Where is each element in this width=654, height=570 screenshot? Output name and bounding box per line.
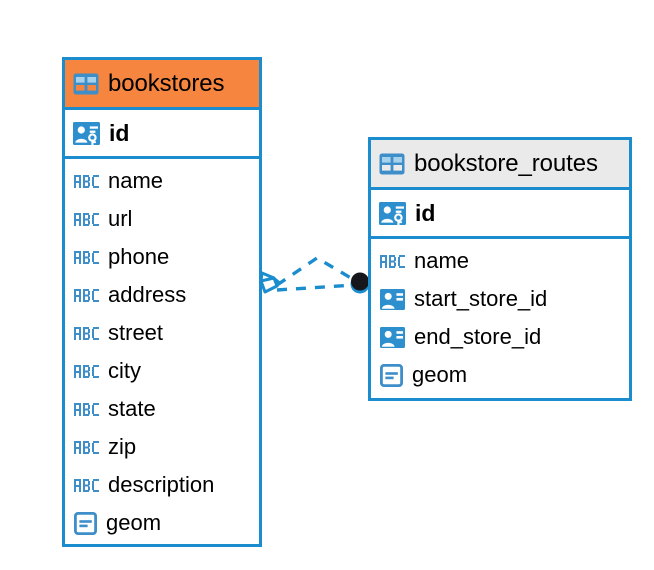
abc-text-icon [74, 326, 99, 340]
abc-text-icon [74, 250, 99, 264]
field-row[interactable]: geom [65, 504, 259, 542]
entity-header-bookstores[interactable]: bookstores [65, 60, 259, 110]
field-label: geom [412, 362, 468, 387]
field-label: state [108, 396, 156, 421]
field-list-bookstores: name url phone address street city state zip des… [65, 159, 259, 542]
abc-text-icon [74, 440, 99, 454]
field-row[interactable]: street [65, 314, 259, 352]
field-row[interactable]: geom [371, 356, 629, 394]
field-row[interactable]: phone [65, 238, 259, 276]
field-row[interactable]: url [65, 200, 259, 238]
field-row[interactable]: zip [65, 428, 259, 466]
field-label: url [108, 206, 133, 231]
primary-key-row[interactable]: id [65, 110, 259, 159]
abc-text-icon [74, 402, 99, 416]
relationship-line-lower [276, 283, 356, 292]
primary-key-icon [379, 200, 406, 227]
geometry-icon [379, 363, 404, 387]
abc-text-icon [74, 288, 99, 302]
field-label: description [108, 472, 215, 497]
field-label: name [414, 248, 470, 273]
field-row[interactable]: state [65, 390, 259, 428]
field-label: phone [108, 244, 170, 269]
foreign-key-icon [380, 287, 405, 312]
abc-text-icon [74, 174, 99, 188]
abc-text-icon [74, 364, 99, 378]
field-label: address [108, 282, 187, 307]
field-label: start_store_id [414, 286, 548, 311]
field-row[interactable]: city [65, 352, 259, 390]
field-label: zip [108, 434, 137, 459]
abc-text-icon [74, 212, 99, 226]
foreign-key-icon [380, 325, 405, 350]
field-row[interactable]: address [65, 276, 259, 314]
primary-key-row[interactable]: id [371, 190, 629, 239]
field-row[interactable]: name [371, 242, 629, 280]
primary-key-icon [73, 120, 100, 147]
filled-circle-marker [350, 272, 370, 294]
field-row[interactable]: end_store_id [371, 318, 629, 356]
field-label: geom [106, 510, 162, 535]
abc-text-icon [74, 478, 99, 492]
field-row[interactable]: start_store_id [371, 280, 629, 318]
relationship-connector[interactable] [255, 240, 385, 325]
field-row[interactable]: description [65, 466, 259, 504]
relationship-line-upper [276, 255, 357, 287]
geometry-icon [73, 511, 98, 535]
field-row[interactable]: name [65, 162, 259, 200]
abc-text-icon [380, 254, 405, 268]
entity-header-bookstore-routes[interactable]: bookstore_routes [371, 140, 629, 190]
table-icon [73, 73, 99, 95]
field-label: street [108, 320, 164, 345]
primary-key-label: id [415, 199, 436, 226]
diamond-marker [259, 271, 281, 294]
field-label: name [108, 168, 164, 193]
entity-title: bookstore_routes [414, 149, 598, 177]
entity-title: bookstores [108, 69, 225, 97]
primary-key-label: id [109, 119, 130, 146]
field-label: end_store_id [414, 324, 542, 349]
entity-bookstores[interactable]: bookstores id name url phone address street c… [62, 57, 262, 547]
table-icon [379, 153, 405, 175]
field-label: city [108, 358, 141, 383]
